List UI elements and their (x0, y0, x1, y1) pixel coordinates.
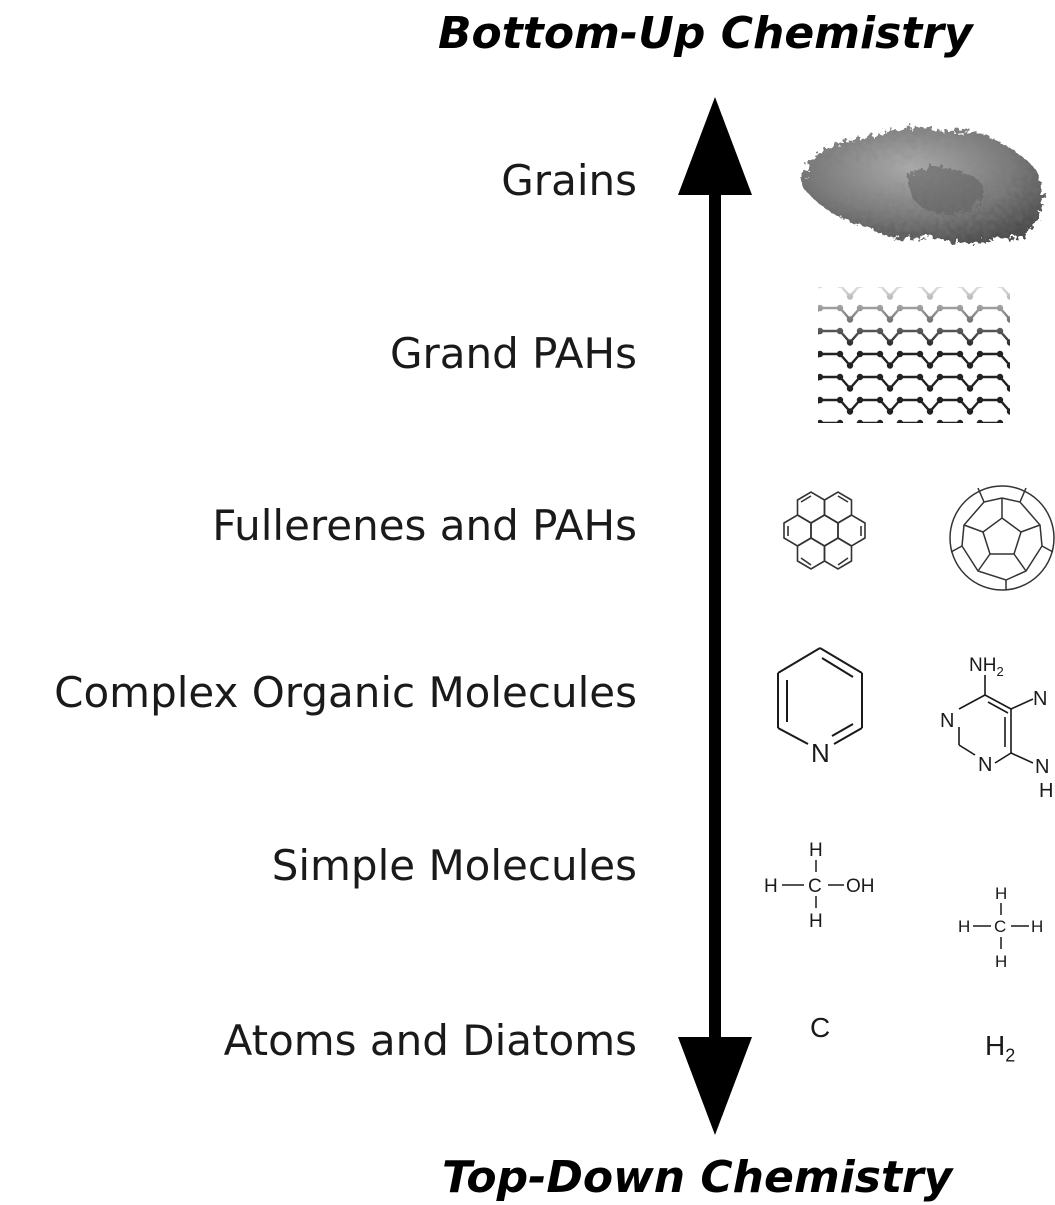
adenine-n-left-label: N (940, 710, 954, 732)
hydrogen-molecule-label: H2 (985, 1030, 1016, 1066)
adenine-structure: NH2 N N N N H (940, 655, 1053, 802)
level-label-grand-pahs: Grand PAHs (389, 329, 637, 378)
level-label-grains: Grains (501, 156, 637, 205)
bottom-heading: Top-Down Chemistry (442, 1152, 953, 1203)
methane-c-label: C (994, 917, 1006, 936)
adenine-n-bottom-label: N (978, 754, 992, 776)
carbon-atom-label: C (810, 1012, 831, 1043)
methanol-h-left-label: H (764, 876, 778, 897)
grain-image (803, 127, 1044, 244)
adenine-nh2-label: NH2 (969, 655, 1004, 679)
methane-structure: H H C H H (958, 884, 1043, 971)
methanol-oh-label: OH (846, 876, 875, 897)
adenine-nh-n-label: N (1035, 756, 1049, 778)
methanol-c-label: C (808, 876, 822, 897)
level-label-simple-molecules: Simple Molecules (271, 841, 637, 890)
double-arrow (678, 97, 752, 1135)
fullerene-c60-structure (949, 485, 1055, 591)
methane-h-right-label: H (1031, 917, 1043, 936)
level-label-fullerenes-pahs: Fullerenes and PAHs (212, 501, 637, 550)
methanol-h-top-label: H (809, 840, 823, 861)
graphene-sheet-image (818, 287, 1010, 423)
top-heading: Bottom-Up Chemistry (438, 8, 973, 59)
level-label-complex-organic: Complex Organic Molecules (54, 668, 637, 717)
coronene-structure (783, 491, 866, 570)
methane-h-top-label: H (995, 884, 1007, 903)
pyridine-structure: N (777, 647, 863, 768)
adenine-nh-h-label: H (1039, 780, 1053, 802)
adenine-n-top-right-label: N (1033, 688, 1047, 710)
pyridine-nitrogen-label: N (811, 738, 830, 768)
methane-h-left-label: H (958, 917, 970, 936)
methanol-structure: H H C OH H (764, 840, 875, 932)
level-label-atoms-diatoms: Atoms and Diatoms (223, 1016, 637, 1065)
methanol-h-bottom-label: H (809, 911, 823, 932)
methane-h-bottom-label: H (995, 952, 1007, 971)
